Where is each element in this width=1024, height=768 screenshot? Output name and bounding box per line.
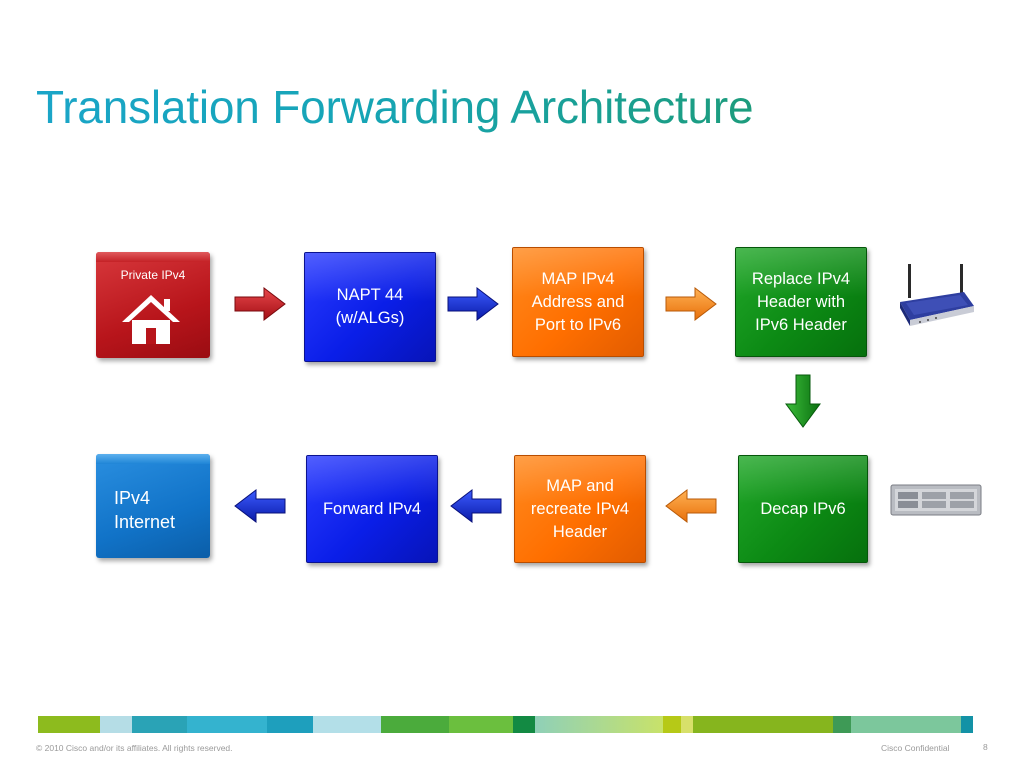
wireless-router-icon: [898, 262, 976, 332]
ipv4-internet-label: IPv4 Internet: [114, 486, 175, 534]
forward-ipv4-label: Forward IPv4: [317, 498, 427, 521]
ipv4-internet-line1: IPv4: [114, 486, 175, 510]
forward-ipv4-box: Forward IPv4: [306, 455, 438, 563]
private-ipv4-node: Private IPv4: [96, 252, 210, 358]
cube-cap: [96, 252, 210, 262]
cube-cap: [96, 454, 210, 464]
arrow-left-icon: [665, 489, 717, 523]
copyright-text: © 2010 Cisco and/or its affiliates. All …: [36, 743, 233, 753]
napt44-line2: (w/ALGs): [330, 307, 411, 330]
replace-header-line2: Header with: [746, 291, 856, 314]
arrow-right-icon: [447, 287, 499, 321]
slide-title: Translation Forwarding Architecture: [36, 80, 753, 134]
house-icon: [120, 292, 182, 348]
confidential-text: Cisco Confidential: [881, 743, 950, 753]
ipv4-internet-node: IPv4 Internet: [96, 454, 210, 558]
map-recreate-line1: MAP and: [525, 475, 635, 498]
replace-header-line3: IPv6 Header: [746, 314, 856, 337]
private-ipv4-label: Private IPv4: [96, 268, 210, 282]
arrow-left-icon: [450, 489, 502, 523]
ipv4-internet-line2: Internet: [114, 510, 175, 534]
arrow-right-icon: [234, 287, 286, 321]
napt44-line1: NAPT 44: [330, 284, 411, 307]
arrow-right-icon: [665, 287, 717, 321]
page-number: 8: [983, 742, 988, 752]
arrow-left-icon: [234, 489, 286, 523]
map-ipv4-line3: Port to IPv6: [526, 314, 631, 337]
footer-color-bar: [38, 716, 987, 733]
rack-router-icon: [890, 484, 982, 516]
arrow-down-icon: [785, 374, 821, 428]
decap-ipv6-label: Decap IPv6: [754, 498, 851, 521]
map-recreate-box: MAP and recreate IPv4 Header: [514, 455, 646, 563]
napt44-box: NAPT 44 (w/ALGs): [304, 252, 436, 362]
map-ipv4-line2: Address and: [526, 291, 631, 314]
map-ipv4-line1: MAP IPv4: [526, 268, 631, 291]
map-recreate-line3: Header: [525, 521, 635, 544]
decap-ipv6-box: Decap IPv6: [738, 455, 868, 563]
map-ipv4-box: MAP IPv4 Address and Port to IPv6: [512, 247, 644, 357]
replace-header-box: Replace IPv4 Header with IPv6 Header: [735, 247, 867, 357]
replace-header-line1: Replace IPv4: [746, 268, 856, 291]
map-recreate-line2: recreate IPv4: [525, 498, 635, 521]
